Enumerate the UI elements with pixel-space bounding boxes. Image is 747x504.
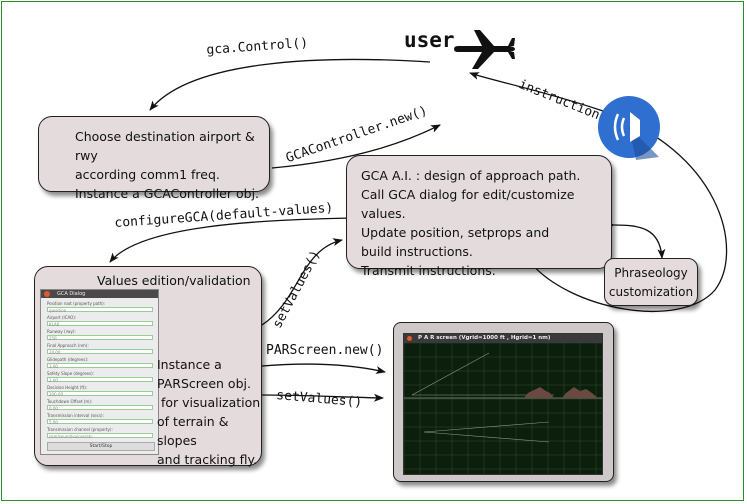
- values-line-2: PARScreen obj.: [157, 376, 251, 391]
- arrow-instruction: [469, 72, 728, 313]
- phraseology-line-1: Phraseology: [614, 266, 688, 280]
- gca-dialog-field-label: Glidepath (degrees):: [47, 357, 89, 362]
- values-line-1: Instance a: [157, 357, 222, 372]
- gca-ai-box: GCA A.I. : design of approach path. Call…: [346, 155, 612, 278]
- gca-dialog-field-input[interactable]: 25R: [47, 335, 153, 341]
- gca-dialog-field-input[interactable]: 0.00: [47, 405, 153, 411]
- par-screen-window: P A R screen (Vgrid=1000 ft , Hgrid=1 nm…: [403, 333, 603, 475]
- close-icon[interactable]: [407, 336, 412, 341]
- gca-dialog-field-label: Transmission interval (secs):: [47, 413, 104, 418]
- arrow-phraseology-loop: [604, 220, 666, 259]
- choose-line-3: Instance a GCAController obj.: [75, 186, 260, 201]
- start-stop-button[interactable]: Start/Stop: [47, 442, 155, 451]
- gca-dialog-field-input[interactable]: /position: [47, 307, 153, 313]
- values-line-5: and tracking fly.: [157, 452, 258, 467]
- gca-line-1: GCA A.I. : design of approach path.: [361, 168, 581, 183]
- gca-dialog-field-label: Touchdown Offset (m):: [47, 399, 93, 404]
- gca-dialog-field-label: Airport (ICAO):: [47, 315, 77, 320]
- terrain-silhouette: [524, 387, 598, 398]
- choose-line-2: according comm1 freq.: [75, 167, 220, 182]
- values-line-3: for visualization: [157, 395, 261, 410]
- gca-dialog-field-label: Final Approach (nm):: [47, 343, 89, 348]
- gca-dialog-field-input[interactable]: KLAX: [47, 321, 153, 327]
- gca-line-2: Call GCA dialog for edit/customize value…: [361, 187, 575, 221]
- arrow-set-values-up: [261, 238, 343, 326]
- arrow-controller-new: [271, 124, 441, 169]
- values-line-4: of terrain & slopes: [157, 414, 229, 448]
- airplane-icon: [454, 30, 515, 69]
- gca-line-5: Transmit instructions.: [361, 263, 496, 278]
- choose-line-1: Choose destination airport & rwy: [75, 129, 255, 163]
- gca-dialog-field-input[interactable]: 2.00: [47, 377, 153, 383]
- gca-dialog-field-input[interactable]: 200.00: [47, 391, 153, 397]
- close-icon[interactable]: [44, 291, 50, 297]
- gca-line-3: Update position, setprops and: [361, 225, 550, 240]
- values-box-title: Values edition/validation: [97, 273, 251, 288]
- gca-dialog-field-label: Runway (rwy):: [47, 329, 76, 334]
- gca-dialog-field-input[interactable]: 3.00: [47, 363, 153, 369]
- phraseology-line-2: customization: [608, 285, 694, 299]
- phraseology-box: Phraseology customization: [604, 258, 698, 306]
- gca-line-4: build instructions.: [361, 244, 473, 259]
- gca-dialog-titlebar: GCA Dialog: [41, 290, 158, 298]
- arrow-gca-control: [149, 58, 431, 111]
- par-screen-box: P A R screen (Vgrid=1000 ft , Hgrid=1 nm…: [393, 322, 614, 482]
- arrow-configure-gca: [109, 217, 353, 263]
- user-label: user: [404, 28, 455, 52]
- gca-dialog-field-label: Transmission channel (property):: [47, 427, 113, 432]
- gca-dialog-field-label: Position root (property path):: [47, 301, 106, 306]
- par-screen-title: P A R screen (Vgrid=1000 ft , Hgrid=1 nm…: [418, 335, 551, 341]
- sound-icon: [598, 96, 660, 160]
- par-radar-display: [404, 343, 602, 474]
- gca-dialog-preview: GCA Dialog Position root (property path)…: [40, 289, 159, 455]
- arrow-par-new: [261, 363, 386, 374]
- arrow-set-values-right: [261, 393, 384, 402]
- par-titlebar: P A R screen (Vgrid=1000 ft , Hgrid=1 nm…: [404, 334, 602, 343]
- gca-dialog-field-input[interactable]: 5.00: [47, 419, 153, 425]
- par-new-label: PARScreen.new(): [266, 343, 384, 358]
- gca-dialog-title: GCA Dialog: [57, 291, 86, 297]
- values-edition-box: Values edition/validation GCA Dialog Pos…: [34, 266, 262, 467]
- choose-airport-box: Choose destination airport & rwy accordi…: [38, 116, 270, 201]
- gca-dialog-field-label: Safety Slope (degrees):: [47, 371, 95, 376]
- gca-dialog-field-input[interactable]: 10.00: [47, 349, 153, 355]
- gca-dialog-field-label: Decision Height (ft):: [47, 385, 88, 390]
- gca-dialog-field-input[interactable]: /sim/sound/voices/atc: [47, 433, 153, 439]
